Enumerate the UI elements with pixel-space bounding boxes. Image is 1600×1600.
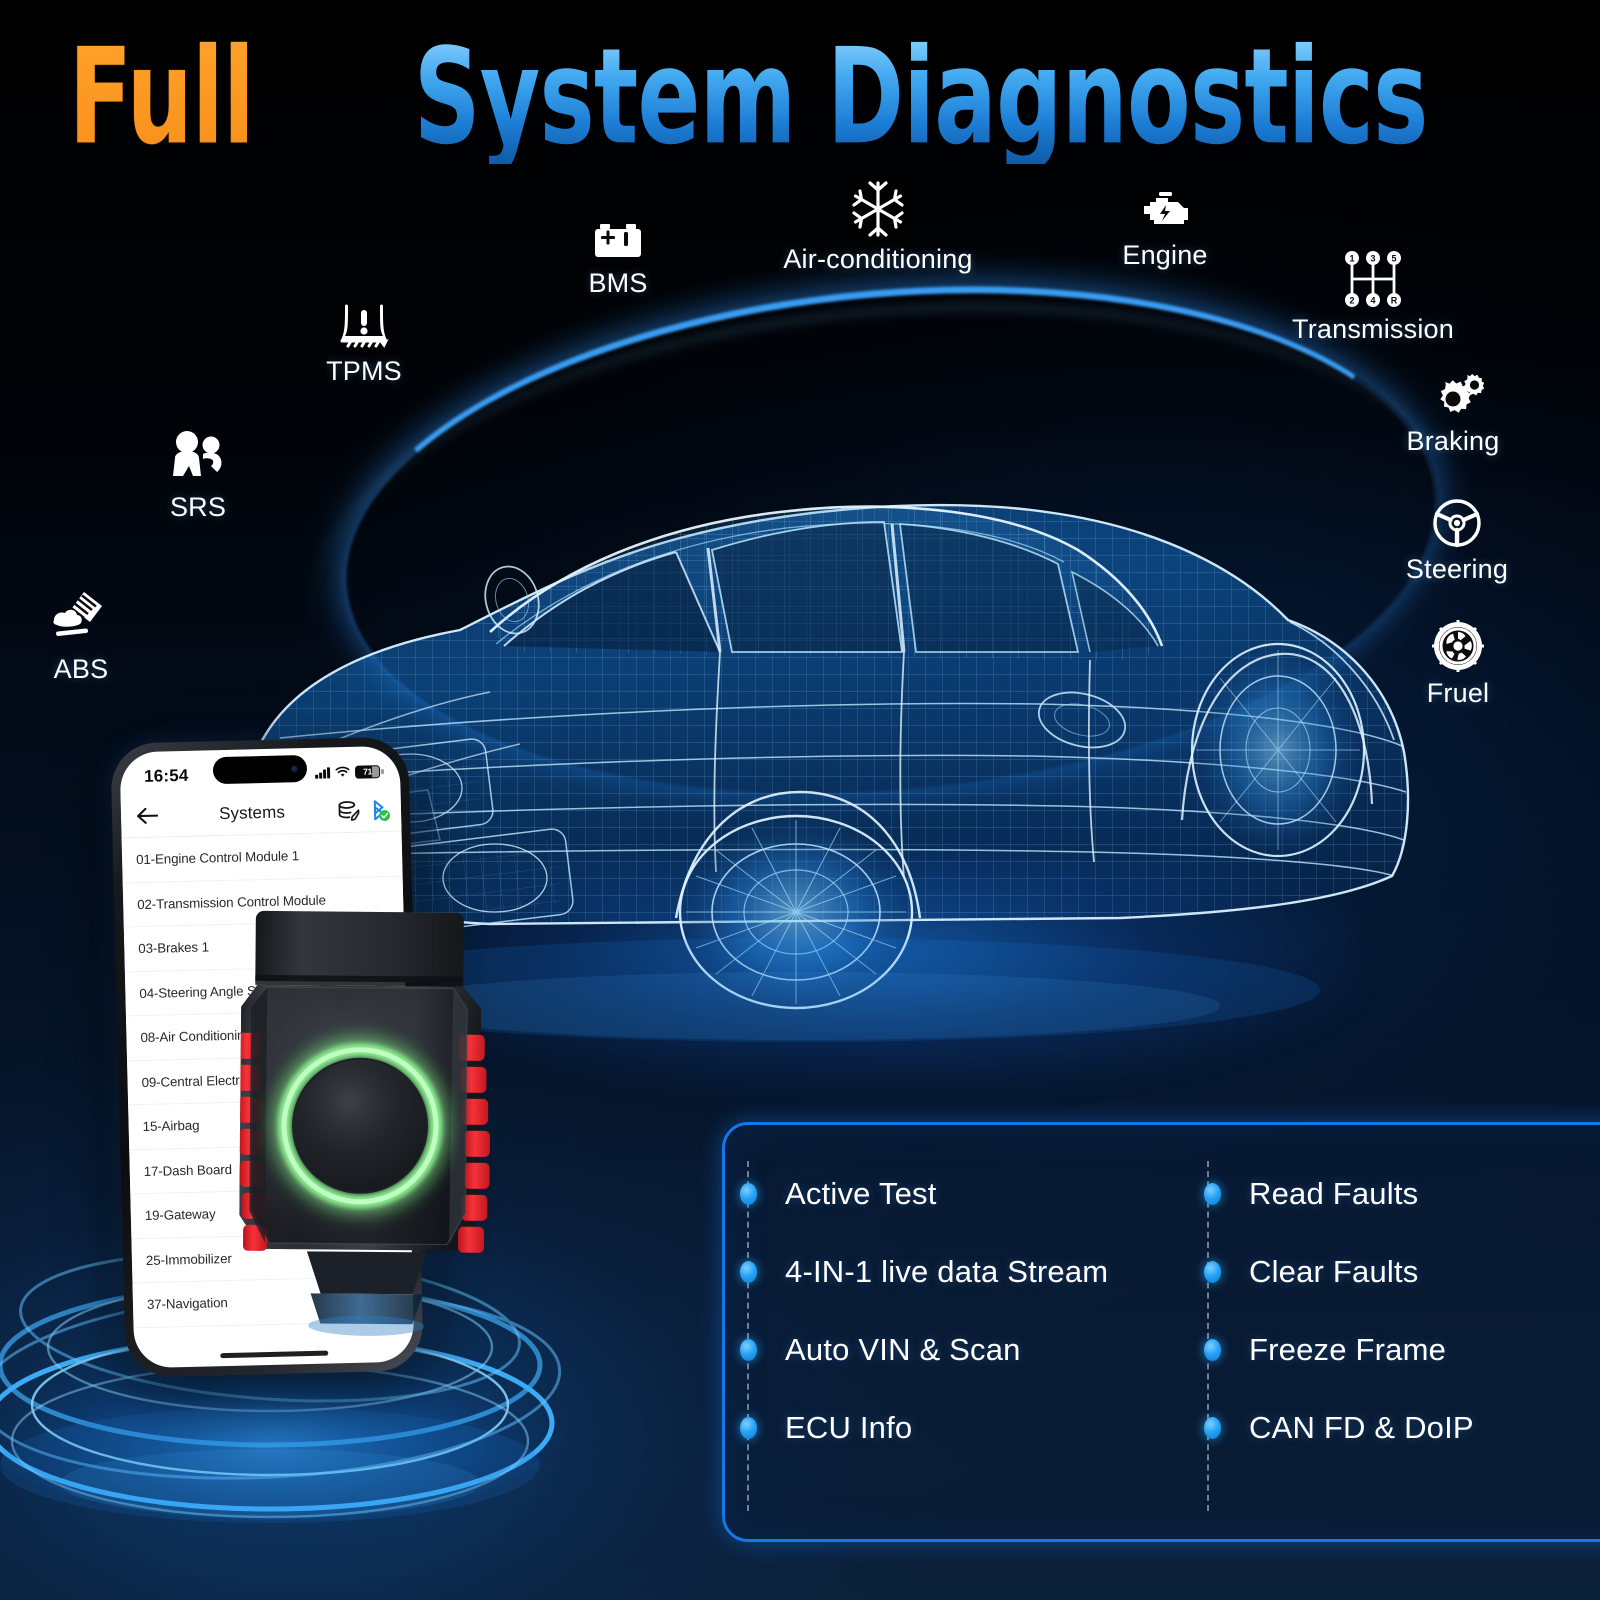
dongle-svg [236,910,490,1336]
dynamic-island [212,754,308,785]
system-node-tpms: TPMS [290,300,438,387]
gear-label-r: R [1391,296,1398,306]
feature-column-left: Active Test 4-IN-1 live data Stream Auto… [725,1155,1185,1513]
feature-rail-right [1207,1161,1209,1511]
system-label: Fruel [1426,678,1490,708]
bullet-dot-icon [740,1417,757,1439]
check-engine-icon [1144,192,1188,224]
system-node-transmission: 1 3 5 2 4 R Transmission [1270,250,1476,345]
dongle-led-ring [264,1029,457,1222]
feature-item: Active Test [740,1155,1185,1233]
system-node-air-conditioning: Air-conditioning [768,180,988,275]
car-wireframe-illustration [160,243,1491,1100]
back-arrow-icon[interactable] [136,807,166,824]
feature-label: Freeze Frame [1249,1332,1447,1367]
airbag-icon [173,431,222,476]
obd2-dongle [236,907,532,1355]
bluetooth-connected-icon[interactable] [371,799,391,821]
system-label: ABS [53,654,109,684]
bullet-dot-icon [1204,1339,1221,1361]
system-label: SRS [169,492,227,522]
feature-label: Clear Faults [1249,1254,1419,1289]
feature-label: Active Test [785,1176,937,1211]
gear-label-3: 3 [1370,254,1375,264]
phone-screen: 16:54 71 [119,745,415,1369]
car-mesh-svg [244,503,1410,1042]
steering-wheel-icon [1433,499,1481,548]
feature-list-panel: Active Test 4-IN-1 live data Stream Auto… [722,1122,1600,1542]
gear-label-1: 1 [1349,254,1354,264]
system-label: Transmission [1292,314,1454,344]
title-word-full: Full [69,31,259,164]
system-node-bms: BMS [548,222,688,299]
feature-item: Freeze Frame [1204,1311,1600,1389]
system-node-steering: Steering [1372,498,1542,585]
abs-brake-icon [53,592,102,636]
status-indicators: 71 [315,764,381,780]
list-item[interactable]: 01-Engine Control Module 1 [121,831,403,883]
system-label: Engine [1122,240,1208,270]
gear-shift-pattern-icon: 1 3 5 2 4 R [1345,251,1401,307]
feature-item: Clear Faults [1204,1233,1600,1311]
system-label: Steering [1405,554,1509,584]
system-node-srs: SRS [132,428,264,523]
bullet-dot-icon [1204,1261,1221,1283]
feature-item: Auto VIN & Scan [740,1311,1185,1389]
system-label: Air-conditioning [783,244,973,274]
bullet-dot-icon [1204,1417,1221,1439]
pedestal-svg [0,1251,570,1523]
gear-label-5: 5 [1391,254,1396,264]
status-time: 16:54 [143,765,189,786]
feature-label: CAN FD & DoIP [1249,1410,1474,1445]
system-label: TPMS [326,356,402,386]
gears-icon [1440,373,1484,413]
gear-label-4: 4 [1370,296,1375,306]
gear-label-2: 2 [1349,296,1354,306]
tire-pressure-warning-icon [340,304,389,348]
page-title: Full System Diagnostics [0,31,1600,164]
system-node-fruel: Fruel [1382,620,1534,709]
battery-percent: 71 [362,766,373,777]
bullet-dot-icon [740,1261,757,1283]
battery-status-icon: 71 [354,764,381,779]
nav-action-group [338,799,391,822]
feature-label: Read Faults [1249,1176,1419,1211]
phone-mockup: 16:54 71 [110,736,424,1378]
connected-check-badge [379,809,391,821]
front-camera-icon [290,765,299,773]
feature-label: Auto VIN & Scan [785,1332,1021,1367]
feature-columns: Active Test 4-IN-1 live data Stream Auto… [725,1125,1600,1539]
bullet-dot-icon [740,1183,757,1205]
feature-item: Read Faults [1204,1155,1600,1233]
glow-pedestal-rings [0,1215,620,1545]
database-edit-icon[interactable] [338,800,360,821]
feature-item: CAN FD & DoIP [1204,1389,1600,1467]
system-label: BMS [588,268,648,298]
feature-column-right: Read Faults Clear Faults Freeze Frame CA… [1185,1155,1600,1513]
feature-label: ECU Info [785,1410,913,1445]
tire-wheel-icon [1432,620,1484,672]
battery-icon [595,224,641,257]
system-node-engine: Engine [1090,190,1240,271]
phone-nav-bar: Systems [120,787,402,839]
bullet-dot-icon [1204,1183,1221,1205]
feature-item: ECU Info [740,1389,1185,1467]
system-node-abs: ABS [20,590,142,685]
feature-label: 4-IN-1 live data Stream [785,1254,1109,1289]
screen-title: Systems [218,801,286,823]
cellular-signal-icon [315,766,331,779]
title-word-system-diagnostics: System Diagnostics [414,20,1429,175]
system-label: Braking [1406,426,1500,456]
bullet-dot-icon [740,1339,757,1361]
phone-status-bar: 16:54 71 [120,746,401,795]
battery-empty-portion [371,765,380,777]
wifi-icon [335,766,350,777]
snowflake-icon [852,181,904,237]
feature-item: 4-IN-1 live data Stream [740,1233,1185,1311]
system-node-braking: Braking [1368,372,1538,457]
feature-rail-left [747,1161,749,1511]
